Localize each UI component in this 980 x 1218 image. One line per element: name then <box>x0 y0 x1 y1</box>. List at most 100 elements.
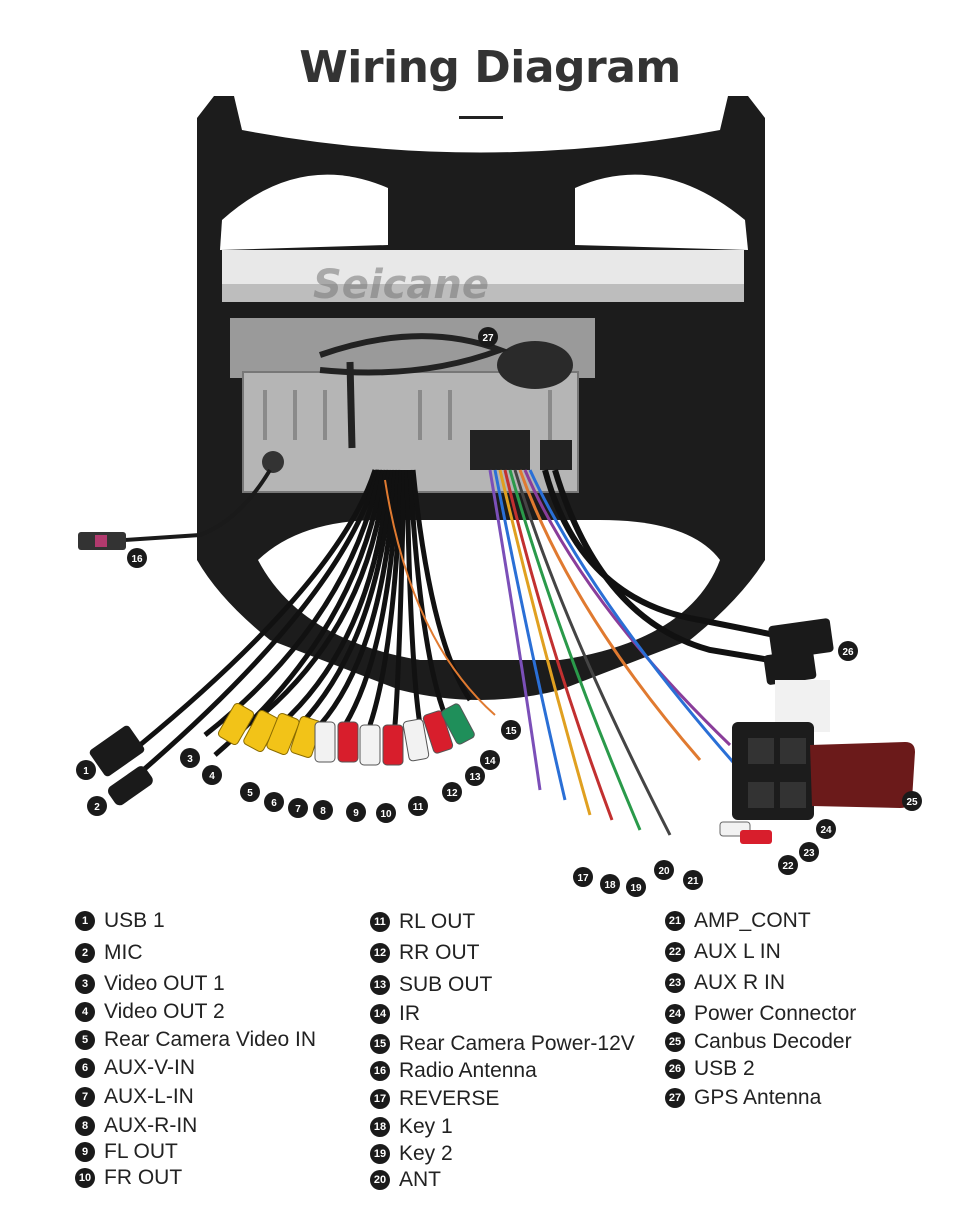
legend-label: AUX L IN <box>694 940 781 963</box>
callout-11: 11 <box>413 802 424 813</box>
usb2-cable <box>552 469 771 663</box>
radio-antenna-cable <box>124 468 272 542</box>
legend-badge: 3 <box>75 974 95 994</box>
legend-label: Radio Antenna <box>399 1059 537 1082</box>
legend-badge: 18 <box>370 1117 390 1137</box>
callout-18: 18 <box>604 880 616 891</box>
legend-label: MIC <box>104 941 143 964</box>
legend-label: ANT <box>399 1168 441 1191</box>
legend-badge: 21 <box>665 911 685 931</box>
wiring-illustration: Seicane <box>76 96 922 897</box>
legend-badge: 15 <box>370 1034 390 1054</box>
dash-window-shade <box>222 284 744 302</box>
head-unit-ribs <box>263 390 552 440</box>
legend-badge: 1 <box>75 911 95 931</box>
callout-23: 23 <box>803 848 815 859</box>
callout-15: 15 <box>505 726 517 737</box>
legend-badge: 12 <box>370 943 390 963</box>
legend-badge: 27 <box>665 1088 685 1108</box>
legend-item: 25 Canbus Decoder <box>665 1028 852 1056</box>
callout-6: 6 <box>271 798 277 809</box>
legend-label: FL OUT <box>104 1140 178 1163</box>
gps-antenna-puck <box>497 341 573 389</box>
callout-12: 12 <box>446 788 458 799</box>
callout-17: 17 <box>577 873 589 884</box>
usb2-plug <box>768 618 834 660</box>
legend-badge: 7 <box>75 1087 95 1107</box>
legend-badge: 11 <box>370 912 390 932</box>
legend-item: 12 RR OUT <box>370 939 480 967</box>
legend-label: Rear Camera Video IN <box>104 1028 317 1051</box>
callout-markers <box>76 327 922 897</box>
callout-27: 27 <box>482 333 494 344</box>
ir-lead <box>384 479 496 716</box>
callout-16: 16 <box>131 554 143 565</box>
title-underline <box>459 116 503 119</box>
legend-label: AMP_CONT <box>694 909 811 932</box>
legend-item: 26 USB 2 <box>665 1055 755 1083</box>
legend-label: USB 1 <box>104 909 165 932</box>
legend-label: Key 1 <box>399 1115 453 1138</box>
callout-13: 13 <box>469 772 481 783</box>
callout-20: 20 <box>658 866 670 877</box>
radio-antenna-port <box>262 451 284 473</box>
legend-label: Video OUT 2 <box>104 1000 225 1023</box>
legend-label: AUX-L-IN <box>104 1085 194 1108</box>
callout-26: 26 <box>842 647 854 658</box>
legend-label: FR OUT <box>104 1166 183 1189</box>
callout-5: 5 <box>247 788 253 799</box>
legend-item: 27 GPS Antenna <box>665 1084 821 1112</box>
legend-badge: 13 <box>370 975 390 995</box>
watermark: Seicane <box>313 262 489 308</box>
legend-item: 2 MIC <box>75 939 143 967</box>
callout-numbers: 1 2 3 4 5 6 7 8 9 10 11 12 13 14 15 16 1… <box>83 333 918 894</box>
legend-label: AUX-V-IN <box>104 1056 196 1079</box>
legend-item: 21 AMP_CONT <box>665 907 811 935</box>
canbus-decoder-box <box>810 742 915 808</box>
callout-21: 21 <box>687 876 699 887</box>
callout-25: 25 <box>906 797 918 808</box>
legend-item: 7 AUX-L-IN <box>75 1083 194 1111</box>
mic-plug <box>108 766 153 806</box>
legend-badge: 26 <box>665 1059 685 1079</box>
legend-label: RL OUT <box>399 910 476 933</box>
legend-badge: 24 <box>665 1004 685 1024</box>
legend-badge: 25 <box>665 1032 685 1052</box>
legend-label: Rear Camera Power-12V <box>399 1032 635 1055</box>
legend-label: GPS Antenna <box>694 1086 822 1109</box>
legend-item: 22 AUX L IN <box>665 938 781 966</box>
legend-badge: 22 <box>665 942 685 962</box>
legend-label: Canbus Decoder <box>694 1030 852 1053</box>
gps-cable-coil <box>319 333 509 376</box>
callout-9: 9 <box>353 808 359 819</box>
legend-label: RR OUT <box>399 941 480 964</box>
radio-antenna-plug-tip <box>95 535 107 547</box>
callout-14: 14 <box>484 756 496 767</box>
legend-label: IR <box>399 1002 420 1025</box>
power-harness-wires <box>488 469 742 836</box>
usb1-plug <box>89 725 145 777</box>
legend-label: SUB OUT <box>399 973 493 996</box>
callout-1: 1 <box>83 766 89 777</box>
legend-item: 13 SUB OUT <box>370 971 492 999</box>
legend-badge: 8 <box>75 1116 95 1136</box>
callout-19: 19 <box>630 883 642 894</box>
legend-badge: 17 <box>370 1089 390 1109</box>
wifi-antenna <box>346 361 356 449</box>
callout-8: 8 <box>320 806 326 817</box>
legend-badge: 6 <box>75 1058 95 1078</box>
legend-badge: 2 <box>75 943 95 963</box>
callout-24: 24 <box>820 825 832 836</box>
callout-22: 22 <box>782 861 794 872</box>
legend-item: 1 USB 1 <box>75 907 165 935</box>
legend-label: USB 2 <box>694 1057 755 1080</box>
legend-label: REVERSE <box>399 1087 500 1110</box>
